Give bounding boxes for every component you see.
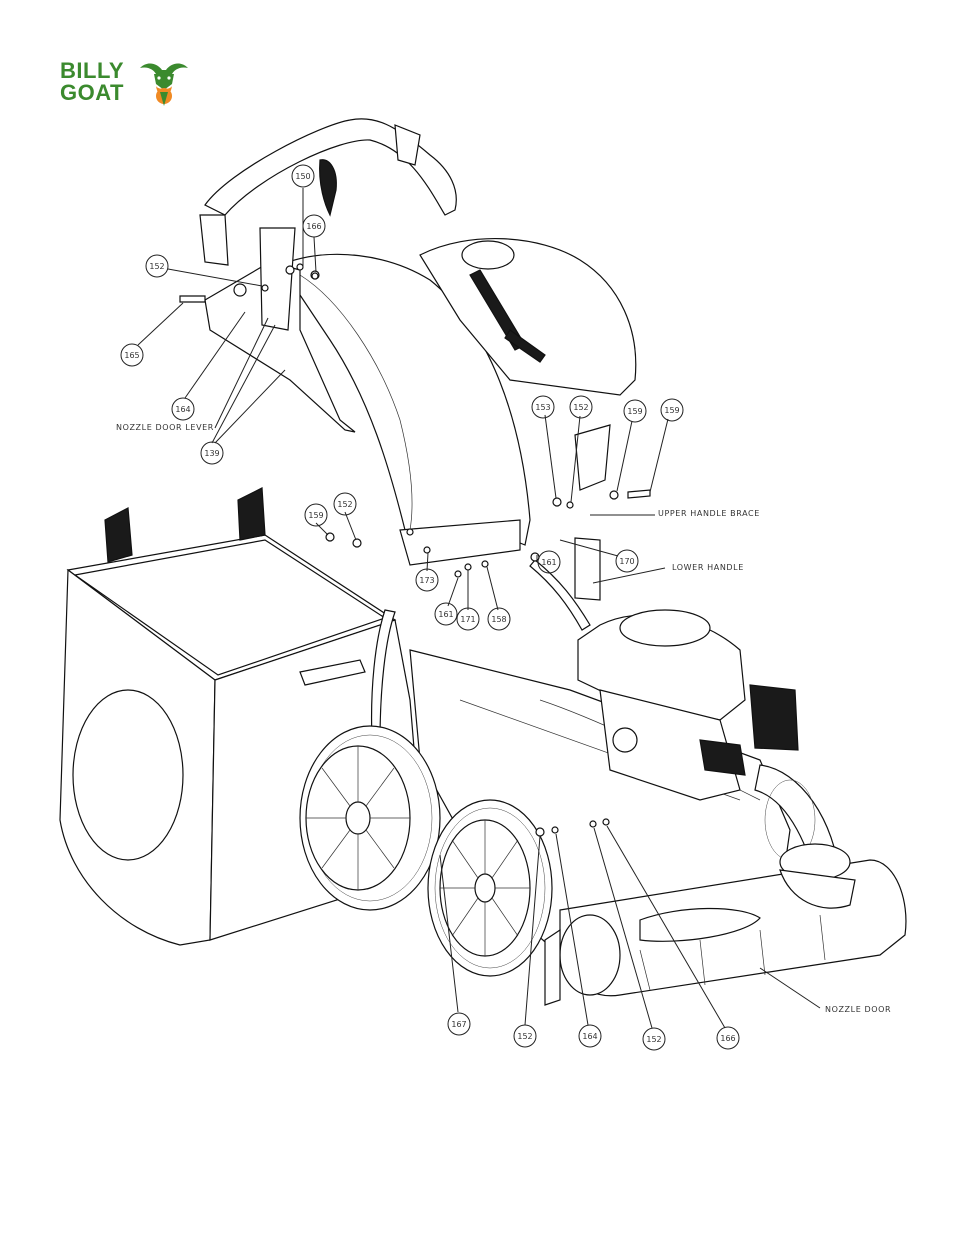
callout-153-text: 153 [535, 403, 550, 412]
callout-161-a: 161 [538, 551, 560, 573]
callout-152-d-text: 152 [517, 1032, 532, 1041]
callout-158: 158 [488, 608, 510, 630]
label-nozzle-door: NOZZLE DOOR [825, 1005, 891, 1014]
callout-164-lower-text: 164 [582, 1032, 597, 1041]
callout-139: 139 [201, 442, 223, 464]
callout-159-c-text: 159 [308, 511, 323, 520]
label-upper-handle-brace: UPPER HANDLE BRACE [658, 509, 760, 518]
callout-165: 165 [121, 344, 143, 366]
callout-161-b-text: 161 [438, 610, 453, 619]
callout-152-c: 152 [334, 493, 356, 515]
callout-159-c: 159 [305, 504, 327, 526]
callout-166-upper-text: 166 [306, 222, 321, 231]
callout-165-text: 165 [124, 351, 139, 360]
blower-tube [280, 239, 636, 545]
callout-164-lower: 164 [579, 1025, 601, 1047]
callout-152-brace: 152 [570, 396, 592, 418]
callout-167: 167 [448, 1013, 470, 1035]
callout-166-upper: 166 [303, 215, 325, 237]
callout-161-b: 161 [435, 603, 457, 625]
callout-152-e-text: 152 [646, 1035, 661, 1044]
callout-159-a-text: 159 [627, 407, 642, 416]
rear-wheel [300, 726, 440, 910]
callout-153: 153 [532, 396, 554, 418]
callout-152-d: 152 [514, 1025, 536, 1047]
callout-152-upper: 152 [146, 255, 168, 277]
callout-150-text: 150 [295, 172, 310, 181]
callout-150: 150 [292, 165, 314, 187]
callout-159-b: 159 [661, 399, 683, 421]
callout-152-brace-text: 152 [573, 403, 588, 412]
callout-173-text: 173 [419, 576, 434, 585]
callout-167-text: 167 [451, 1020, 466, 1029]
callout-152-e: 152 [643, 1028, 665, 1050]
callout-173: 173 [416, 569, 438, 591]
callout-171: 171 [457, 608, 479, 630]
callout-139-text: 139 [204, 449, 219, 458]
callout-164-upper-text: 164 [175, 405, 190, 414]
callout-159-a: 159 [624, 400, 646, 422]
callout-159-b-text: 159 [664, 406, 679, 415]
label-nozzle-door-lever: NOZZLE DOOR LEVER [116, 423, 214, 432]
upper-handle [200, 119, 456, 265]
callout-161-a-text: 161 [541, 558, 556, 567]
front-wheel [428, 800, 552, 976]
callout-170: 170 [616, 550, 638, 572]
label-lower-handle: LOWER HANDLE [672, 563, 744, 572]
callout-166-lower: 166 [717, 1027, 739, 1049]
callout-152-upper-text: 152 [149, 262, 164, 271]
callout-158-text: 158 [491, 615, 506, 624]
callout-152-c-text: 152 [337, 500, 352, 509]
callout-164-upper: 164 [172, 398, 194, 420]
callout-166-lower-text: 166 [720, 1034, 735, 1043]
callout-170-text: 170 [619, 557, 634, 566]
callout-171-text: 171 [460, 615, 475, 624]
